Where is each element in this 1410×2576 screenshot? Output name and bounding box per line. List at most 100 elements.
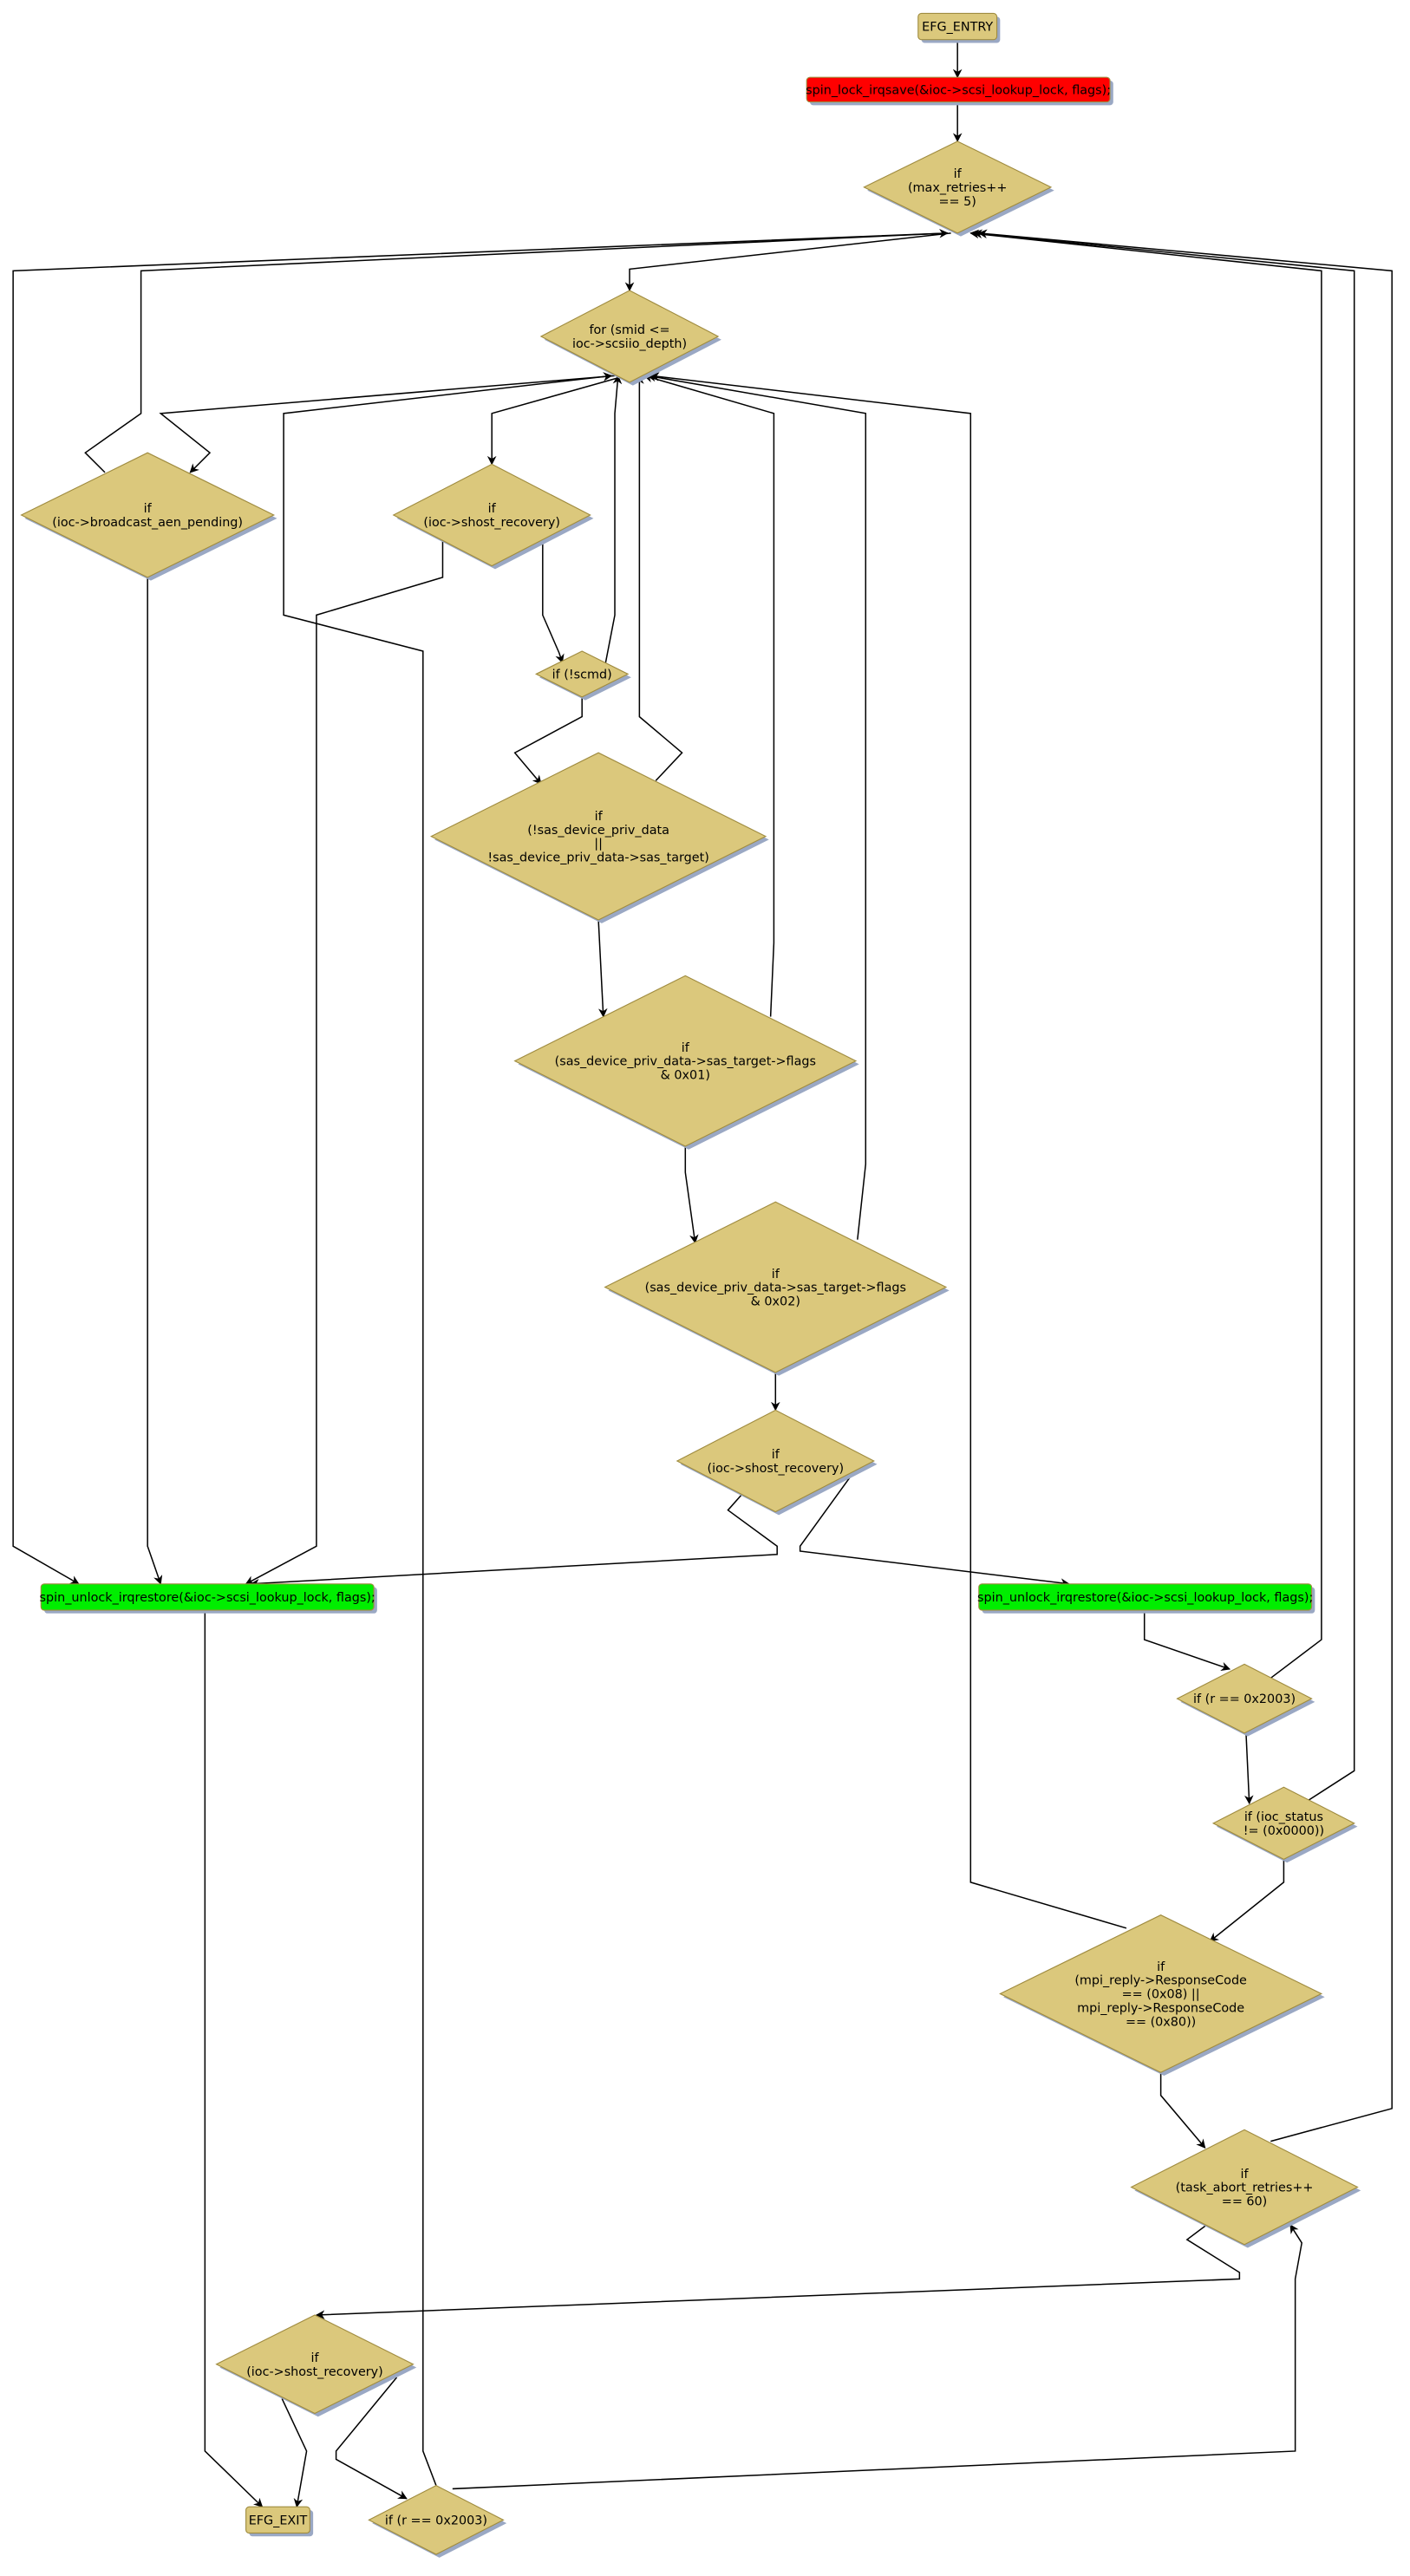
decision-diamond <box>1176 1663 1313 1734</box>
node-label: || <box>594 838 603 851</box>
edge-arrow <box>1143 1610 1231 1671</box>
decision-diamond <box>534 650 630 698</box>
edge-arrow <box>245 541 444 1585</box>
node-label: if <box>144 502 153 516</box>
node-label: spin_lock_irqsave(&ioc->scsi_lookup_lock… <box>806 84 1111 98</box>
node-sas-priv[interactable]: if(!sas_device_priv_data||!sas_device_pr… <box>429 752 769 923</box>
node-label: ioc->scsiio_depth) <box>572 337 687 351</box>
decision-diamond <box>215 2314 415 2415</box>
node-label: EFG_EXIT <box>249 2514 308 2527</box>
edge-arrow <box>635 375 683 781</box>
process-box <box>917 12 998 41</box>
node-label: == 60) <box>1222 2195 1268 2209</box>
node-shost-recovery-1[interactable]: if(ioc->shost_recovery) <box>392 463 594 570</box>
node-label: spin_unlock_irqrestore(&ioc->scsi_lookup… <box>977 1591 1313 1605</box>
node-shost-recovery-2[interactable]: if(ioc->shost_recovery) <box>676 1409 878 1516</box>
edge-arrow <box>1209 1859 1285 1942</box>
edge-arrow <box>624 232 951 292</box>
edges <box>12 39 1393 2508</box>
node-flags-02[interactable]: if(sas_device_priv_data->sas_target->fla… <box>604 1201 950 1376</box>
node-label: if (ioc_status <box>1244 1810 1323 1824</box>
node-label: == 5) <box>938 195 976 209</box>
node-label: == (0x80)) <box>1126 2015 1196 2029</box>
node-label: (ioc->shost_recovery) <box>708 1462 845 1476</box>
process-box <box>806 76 1111 103</box>
edge-arrow <box>283 372 613 2486</box>
node-label: if (!scmd) <box>552 668 612 682</box>
decision-diamond <box>604 1201 948 1373</box>
decision-diamond <box>429 752 767 921</box>
decision-diamond <box>368 2485 505 2555</box>
edge-arrow <box>1159 2072 1206 2149</box>
edge-arrow <box>147 577 163 1585</box>
node-task-abort[interactable]: if(task_abort_retries++== 60) <box>1130 2129 1361 2248</box>
node-entry[interactable]: EFG_ENTRY <box>917 12 1001 43</box>
node-label: if (r == 0x2003) <box>385 2514 487 2527</box>
edge-arrow <box>281 2398 308 2508</box>
node-label: if <box>954 167 963 181</box>
edge-arrow <box>12 232 948 1585</box>
node-r-2003-b[interactable]: if (r == 0x2003) <box>368 2485 507 2558</box>
node-label: (mpi_reply->ResponseCode <box>1074 1974 1247 1988</box>
node-label: (sas_device_priv_data->sas_target->flags <box>555 1055 816 1069</box>
edge-arrow <box>542 541 565 664</box>
node-label: if <box>772 1448 780 1462</box>
node-unlock-right[interactable]: spin_unlock_irqrestore(&ioc->scsi_lookup… <box>977 1583 1315 1614</box>
node-label: (ioc->broadcast_aen_pending) <box>52 516 243 530</box>
node-shost-recovery-3[interactable]: if(ioc->shost_recovery) <box>215 2314 417 2417</box>
decision-diamond <box>999 1914 1323 2073</box>
decision-diamond <box>676 1409 875 1513</box>
node-label: EFG_ENTRY <box>922 21 993 35</box>
nodes: EFG_ENTRY spin_lock_irqsave(&ioc->scsi_lo… <box>20 12 1361 2558</box>
edge-arrow <box>977 229 1393 2142</box>
node-r-2003-a[interactable]: if (r == 0x2003) <box>1176 1663 1315 1737</box>
edge-arrow <box>159 375 616 473</box>
process-box <box>245 2506 310 2534</box>
node-label: if <box>772 1268 780 1281</box>
edge-arrow <box>643 373 775 1017</box>
edge-arrow <box>204 1610 264 2508</box>
edge-arrow <box>513 696 583 785</box>
process-box <box>978 1583 1313 1611</box>
node-flags-01[interactable]: if(sas_device_priv_data->sas_target->fla… <box>513 975 859 1150</box>
decision-diamond <box>539 290 720 383</box>
edge-arrow <box>486 376 620 466</box>
node-label: for (smid <= <box>589 323 669 337</box>
edge-arrow <box>1244 1732 1254 1805</box>
decision-diamond <box>1211 1786 1355 1861</box>
node-label: if <box>1157 1960 1165 1974</box>
node-label: (sas_device_priv_data->sas_target->flags <box>645 1281 906 1295</box>
decision-diamond <box>20 452 276 578</box>
edge-arrow <box>604 375 623 667</box>
edge-arrow <box>597 919 608 1018</box>
decision-diamond <box>863 140 1053 234</box>
node-label: (max_retries++ <box>908 181 1007 195</box>
edge-arrow <box>799 1468 1070 1588</box>
node-response-code[interactable]: if(mpi_reply->ResponseCode== (0x08) ||mp… <box>999 1914 1325 2076</box>
edge-arrow <box>650 372 1127 1929</box>
edge-arrow <box>646 372 867 1240</box>
node-ioc-status[interactable]: if (ioc_status!= (0x0000)) <box>1211 1786 1358 1863</box>
node-label: if <box>682 1041 690 1055</box>
node-label: & 0x01) <box>661 1069 710 1083</box>
node-label: & 0x02) <box>751 1295 800 1309</box>
node-max-retries[interactable]: if(max_retries++== 5) <box>863 140 1054 237</box>
edge-arrow <box>684 1145 699 1244</box>
node-spin-lock[interactable]: spin_lock_irqsave(&ioc->scsi_lookup_lock… <box>806 76 1113 106</box>
edge-arrow <box>973 229 1355 1801</box>
edge-arrow <box>315 2224 1241 2319</box>
node-exit[interactable]: EFG_EXIT <box>245 2506 314 2537</box>
node-label: mpi_reply->ResponseCode <box>1077 2001 1244 2015</box>
decision-diamond <box>392 463 591 567</box>
node-label: (ioc->shost_recovery) <box>423 516 560 530</box>
node-label: !sas_device_priv_data->sas_target) <box>487 851 709 865</box>
node-for-smid[interactable]: for (smid <=ioc->scsiio_depth) <box>539 290 721 386</box>
edge-arrow <box>969 229 1322 1681</box>
node-scmd[interactable]: if (!scmd) <box>534 650 631 701</box>
decision-diamond <box>1130 2129 1359 2246</box>
node-label: if <box>1241 2168 1250 2181</box>
node-unlock-left[interactable]: spin_unlock_irqrestore(&ioc->scsi_lookup… <box>40 1583 377 1614</box>
node-broadcast[interactable]: if(ioc->broadcast_aen_pending) <box>20 452 277 581</box>
edge-arrow <box>335 2377 408 2500</box>
